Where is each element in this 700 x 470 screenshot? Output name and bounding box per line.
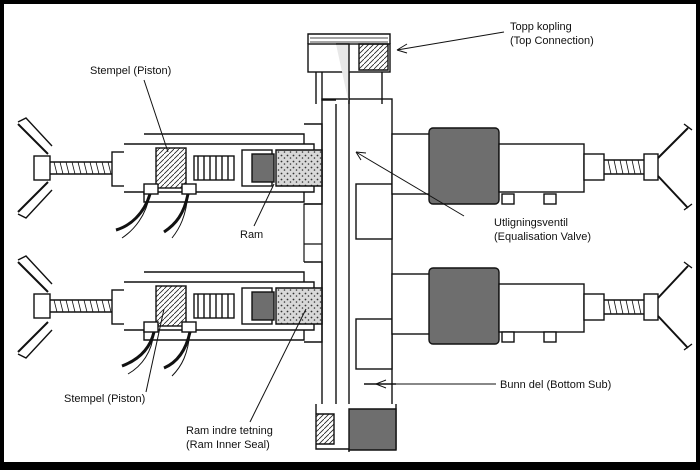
lower-equalisation-valve (391, 261, 693, 351)
label-piston-upper: Stempel (Piston) (90, 65, 172, 77)
upper-ram-assembly (17, 117, 323, 239)
label-bottom-sub: Bunn del (Bottom Sub) (500, 379, 612, 391)
label-top-connection-line2: (Top Connection) (510, 35, 594, 47)
label-ram: Ram (240, 229, 264, 241)
upper-equalisation-valve (391, 123, 693, 211)
label-top-connection-line1: Topp kopling (510, 21, 572, 33)
label-piston-lower: Stempel (Piston) (64, 393, 146, 405)
lower-ram-assembly (17, 255, 323, 377)
label-ram-inner-seal-line1: Ram indre tetning (186, 425, 273, 437)
label-equalisation-valve-line2: (Equalisation Valve) (494, 231, 592, 243)
main-body (321, 44, 393, 452)
leader-lines (143, 31, 505, 423)
label-ram-inner-seal-line2: (Ram Inner Seal) (186, 439, 270, 451)
bop-cross-section-drawing (17, 31, 693, 452)
label-equalisation-valve: Utligningsventil (Equalisation Valve) (494, 216, 591, 244)
label-ram-inner-seal: Ram indre tetning (Ram Inner Seal) (186, 424, 273, 452)
bottom-sub (315, 383, 397, 451)
top-connection (307, 33, 391, 104)
label-equalisation-valve-line1: Utligningsventil (494, 217, 568, 229)
label-top-connection: Topp kopling (Top Connection) (510, 20, 594, 48)
